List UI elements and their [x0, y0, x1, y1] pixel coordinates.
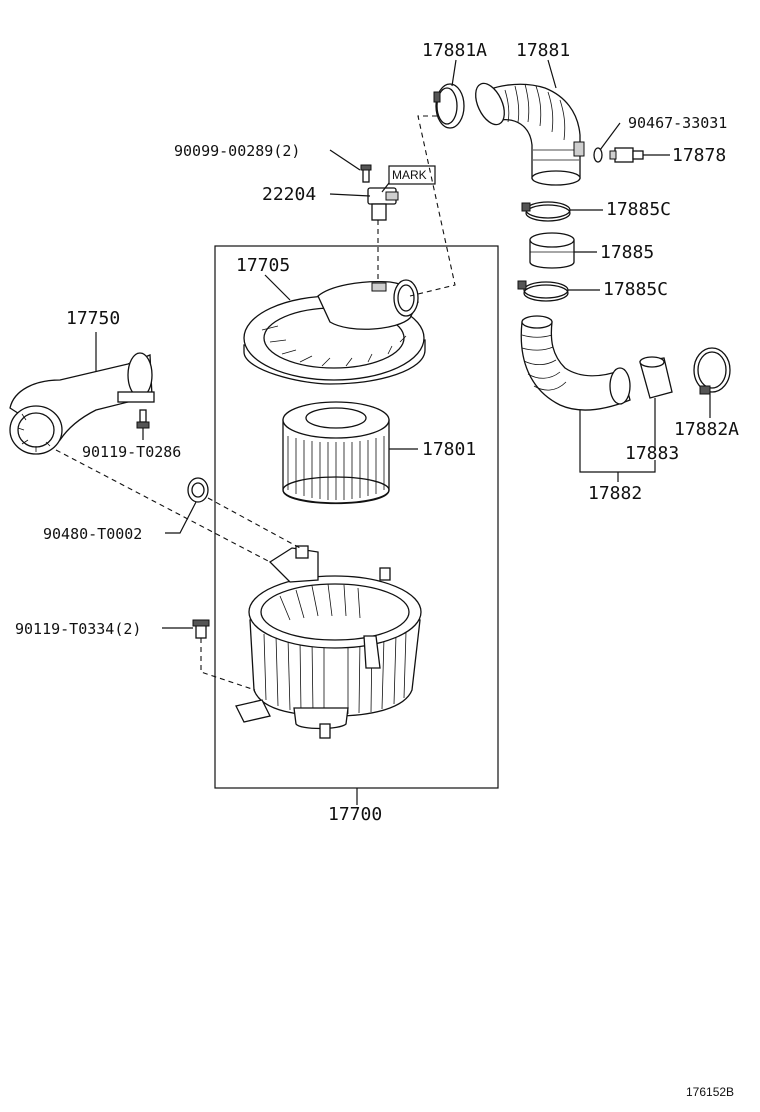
inlet-duct-17750-drawing	[9, 352, 155, 455]
label-17700: 17700	[328, 804, 382, 825]
assembly-dash-line-3	[55, 449, 271, 563]
label-17885: 17885	[600, 242, 654, 263]
label-17801: 17801	[422, 439, 476, 460]
label-17885C-top: 17885C	[606, 199, 671, 220]
assembly-dash-line-1	[409, 115, 456, 297]
label-90119-T0286: 90119-T0286	[82, 443, 181, 461]
bolt-90119-T0334-drawing	[192, 619, 210, 639]
label-90480-T0002: 90480-T0002	[43, 525, 142, 543]
label-17882A: 17882A	[674, 419, 739, 440]
sleeve-17883-drawing	[639, 356, 673, 399]
sensor-17878-drawing	[609, 147, 644, 163]
clamp-17881A-drawing	[433, 83, 465, 129]
label-90119-T0334: 90119-T0334(2)	[15, 620, 141, 638]
assembly-dash-line-5	[200, 638, 256, 691]
hose-17885-drawing	[529, 232, 575, 269]
clamp-17885C-top-drawing	[521, 201, 571, 222]
filter-element-17801-drawing	[282, 401, 390, 505]
label-17750: 17750	[66, 308, 120, 329]
label-17705: 17705	[236, 255, 290, 276]
sensor-22204-drawing	[367, 187, 399, 221]
hose-17882-drawing	[520, 315, 631, 411]
assembly-dash-line-4	[207, 497, 301, 549]
label-17881: 17881	[516, 40, 570, 61]
label-90099-00289: 90099-00289(2)	[174, 142, 300, 160]
reference-code: 176152B	[686, 1085, 734, 1099]
leader-lines	[95, 59, 711, 629]
mark-label-box	[388, 165, 436, 185]
label-17885C-bottom: 17885C	[603, 279, 668, 300]
label-17881A: 17881A	[422, 40, 487, 61]
label-17878: 17878	[672, 145, 726, 166]
hose-17881-drawing	[475, 82, 585, 186]
grommet-90480-drawing	[187, 477, 209, 503]
mark-label: MARK	[392, 168, 427, 182]
air-cleaner-case-drawing	[235, 545, 422, 739]
label-22204: 22204	[262, 184, 316, 205]
clamp-17885C-bottom-drawing	[517, 280, 569, 302]
label-90467-33031: 90467-33031	[628, 114, 727, 132]
cover-17705-drawing	[243, 279, 426, 385]
label-17882: 17882	[588, 483, 642, 504]
label-17883: 17883	[625, 443, 679, 464]
bolt-90119-T0286-drawing	[136, 409, 150, 429]
gasket-90467-drawing	[593, 147, 603, 163]
bolt-90099-drawing	[360, 164, 372, 183]
clamp-17882A-drawing	[693, 347, 731, 395]
